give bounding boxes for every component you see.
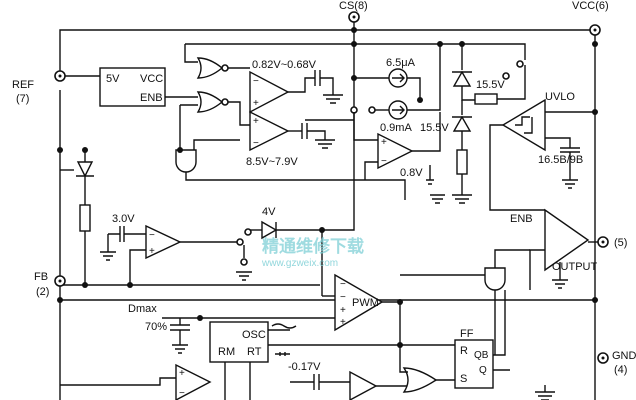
flip-flop: FF R S QB Q xyxy=(454,290,510,389)
opamp-3-0v: 3.0V − + xyxy=(60,150,252,285)
svg-text:−: − xyxy=(340,292,346,303)
svg-text:5V: 5V xyxy=(106,73,120,85)
svg-text:VCC: VCC xyxy=(140,73,163,85)
svg-text:CS(8): CS(8) xyxy=(339,0,368,12)
svg-text:RM: RM xyxy=(218,346,235,358)
svg-text:VCC(6): VCC(6) xyxy=(572,0,609,12)
pin-fb: FB (2) xyxy=(34,271,66,298)
svg-text:S: S xyxy=(460,373,467,385)
svg-text:RT: RT xyxy=(247,346,262,358)
svg-text:FF: FF xyxy=(460,328,474,340)
svg-text:Q: Q xyxy=(479,365,487,376)
ground-bottom-right xyxy=(535,385,555,400)
svg-text:6.5μA: 6.5μA xyxy=(386,57,416,69)
svg-text:精通维修下载: 精通维修下载 xyxy=(262,236,364,257)
svg-text:R: R xyxy=(460,345,468,357)
pin-output: (5) xyxy=(597,236,627,249)
svg-text:(4): (4) xyxy=(614,364,627,376)
svg-text:ENB: ENB xyxy=(140,92,163,104)
svg-text:0.9mA: 0.9mA xyxy=(380,122,412,134)
pin-vcc: VCC(6) xyxy=(572,0,609,36)
svg-text:70%: 70% xyxy=(145,321,167,333)
output-driver: ENB OUTPUT xyxy=(510,208,598,290)
svg-text:OSC: OSC xyxy=(242,329,266,341)
svg-text:+: + xyxy=(381,137,387,148)
and-gate-right xyxy=(484,249,530,355)
comparator-neg-0-17v: -0.17V xyxy=(288,361,408,400)
svg-text:−: − xyxy=(179,388,185,399)
comparator-lower: + − 8.5V~7.9V xyxy=(246,110,354,168)
current-source-0-9ma: 0.9mA xyxy=(350,44,441,134)
diode-4v: 4V xyxy=(236,112,355,296)
svg-text:+: + xyxy=(340,317,346,328)
svg-text:+: + xyxy=(253,116,259,127)
uvlo-block: UVLO 16.5B/9B xyxy=(489,91,595,211)
svg-text:−: − xyxy=(340,279,346,290)
svg-text:+: + xyxy=(179,368,185,379)
svg-text:+: + xyxy=(340,305,346,316)
svg-text:+: + xyxy=(253,98,259,109)
pin-gnd: GND (4) xyxy=(597,350,636,376)
svg-text:−: − xyxy=(253,138,259,149)
svg-text:-0.17V: -0.17V xyxy=(288,361,321,373)
svg-text:www.gzweix.com: www.gzweix.com xyxy=(261,258,338,269)
svg-text:−: − xyxy=(149,230,155,241)
svg-text:UVLO: UVLO xyxy=(545,91,575,103)
comparator-0-8v: + − 0.8V xyxy=(353,112,445,204)
regulator-box: 5V VCC ENB xyxy=(65,67,198,107)
watermark: 精通维修下载 www.gzweix.com xyxy=(261,236,364,269)
svg-text:4V: 4V xyxy=(262,206,276,218)
svg-text:+: + xyxy=(149,246,155,257)
svg-text:ENB: ENB xyxy=(510,213,533,225)
svg-text:0.8V: 0.8V xyxy=(400,167,423,179)
svg-text:Dmax: Dmax xyxy=(128,303,157,315)
svg-text:(5): (5) xyxy=(614,237,627,249)
or-gate-bottom xyxy=(399,345,460,393)
junction-dots xyxy=(57,27,598,348)
svg-text:(7): (7) xyxy=(16,93,29,105)
svg-text:15.5V: 15.5V xyxy=(476,79,505,91)
pin-cs: CS(8) xyxy=(339,0,368,23)
opamp-lower-left: + − xyxy=(60,363,212,400)
svg-text:0.82V~0.68V: 0.82V~0.68V xyxy=(252,59,317,71)
svg-text:(2): (2) xyxy=(36,286,49,298)
and-gate-left xyxy=(175,139,406,200)
current-source-6-5ua: 6.5μA xyxy=(353,44,421,112)
pwm-comparator: − − + + PWM xyxy=(322,273,485,345)
comparator-upper: − + 0.82V~0.68V xyxy=(249,59,343,114)
svg-text:15.5V: 15.5V xyxy=(420,122,449,134)
zener-upper: 15.5V xyxy=(452,44,526,105)
svg-text:OUTPUT: OUTPUT xyxy=(552,261,598,273)
svg-text:FB: FB xyxy=(34,271,48,283)
nor-gates xyxy=(179,57,250,150)
svg-text:8.5V~7.9V: 8.5V~7.9V xyxy=(246,156,298,168)
svg-text:−: − xyxy=(381,156,387,167)
svg-text:GND: GND xyxy=(612,350,636,362)
pin-ref: REF (7) xyxy=(12,70,66,105)
svg-text:3.0V: 3.0V xyxy=(112,213,135,225)
svg-text:−: − xyxy=(253,76,259,87)
svg-text:PWM: PWM xyxy=(352,297,379,309)
zener-lower: 15.5V xyxy=(420,100,472,204)
svg-text:REF: REF xyxy=(12,79,34,91)
svg-text:QB: QB xyxy=(474,350,489,361)
svg-text:16.5B/9B: 16.5B/9B xyxy=(538,154,583,166)
dmax-osc: Dmax 70% OSC RM RT xyxy=(128,303,460,400)
